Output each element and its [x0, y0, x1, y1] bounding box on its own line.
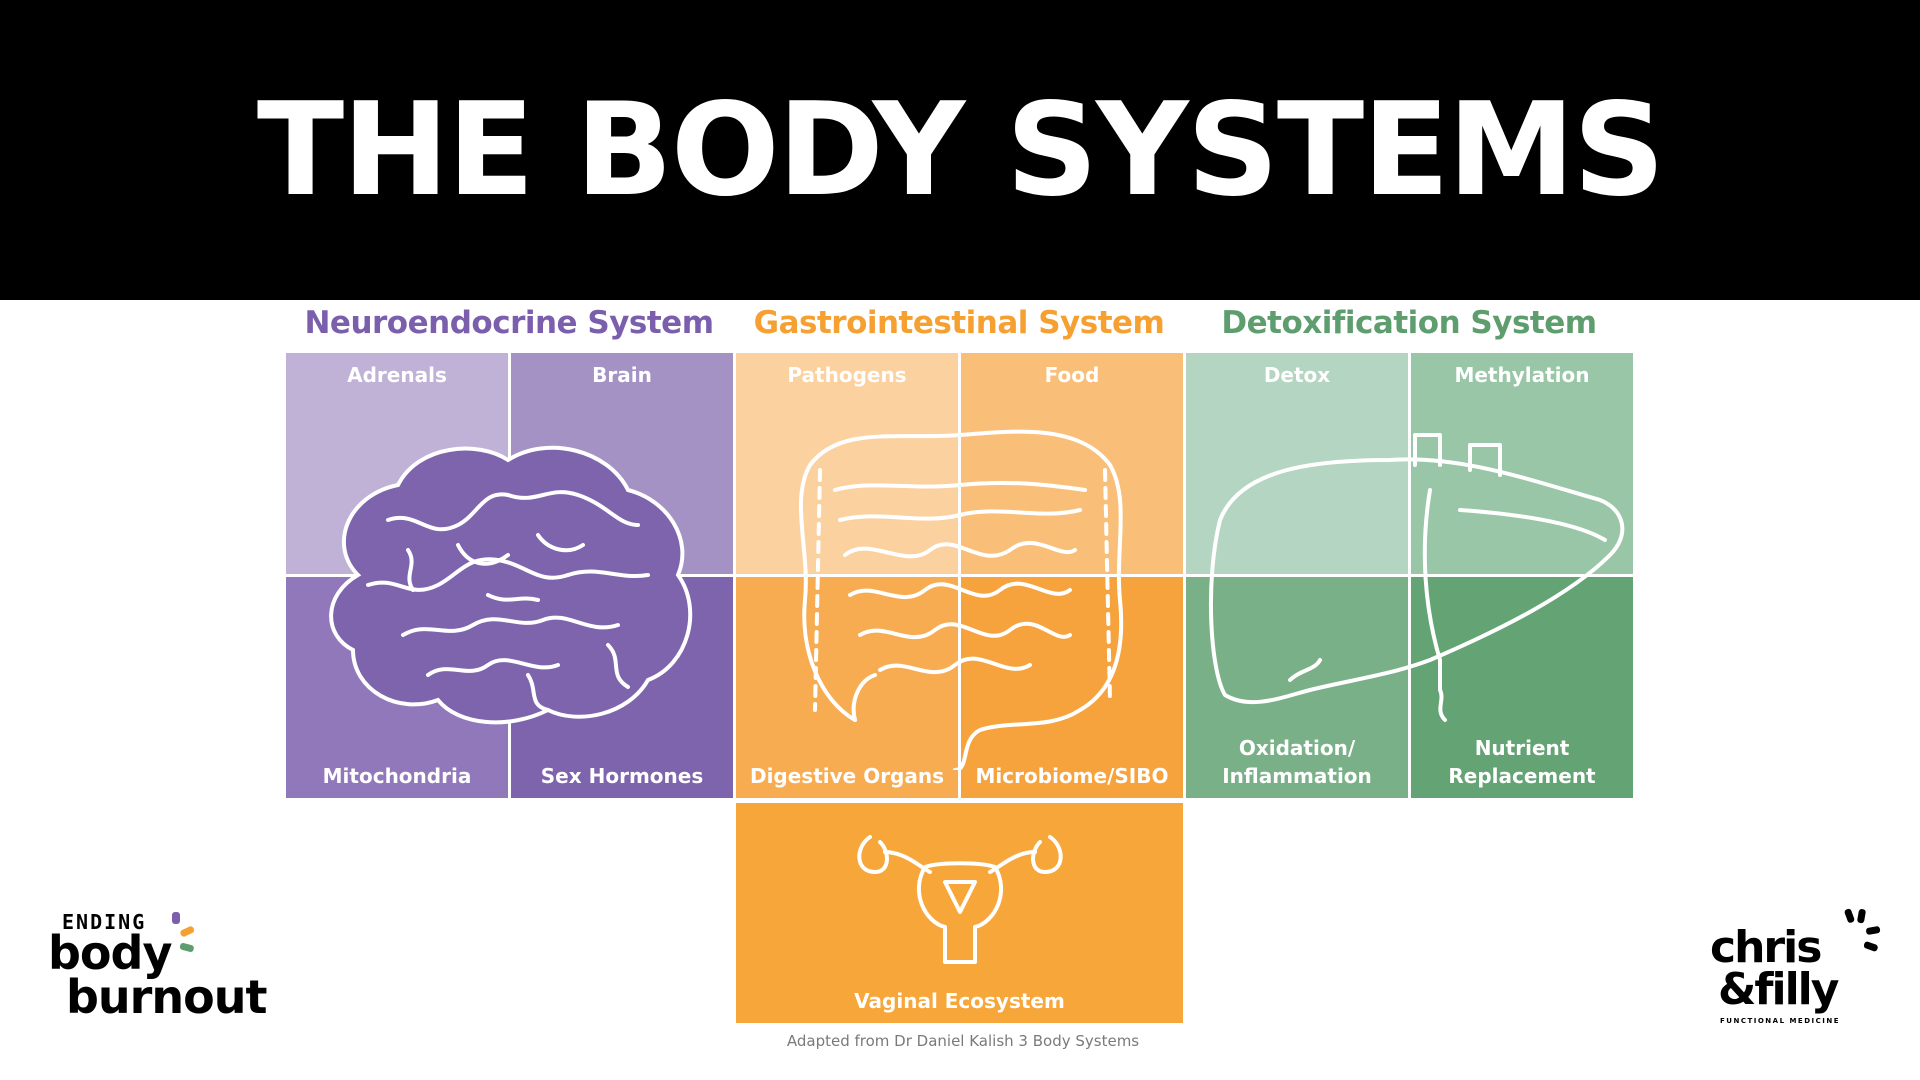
cell-microbiome-sibo: Microbiome/SIBO	[961, 577, 1183, 798]
cell-vaginal-ecosystem: Vaginal Ecosystem	[736, 803, 1183, 1023]
cell-label: Detox	[1186, 361, 1408, 389]
logo-right-line2: &filly	[1718, 967, 1837, 1013]
cell-label: Sex Hormones	[511, 762, 733, 790]
cell-label: Mitochondria	[286, 762, 508, 790]
logo-left-burst-icon	[164, 910, 204, 966]
cell-label: Adrenals	[286, 361, 508, 389]
cell-pathogens: Pathogens	[736, 353, 958, 574]
cell-label: Digestive Organs	[736, 762, 958, 790]
cell-methylation: Methylation	[1411, 353, 1633, 574]
logo-right-line3: FUNCTIONAL MEDICINE	[1720, 1017, 1840, 1025]
cell-oxidation-inflammation: Oxidation/ Inflammation	[1186, 577, 1408, 798]
cell-detox: Detox	[1186, 353, 1408, 574]
logo-left-line3: burnout	[66, 972, 266, 1022]
title-banner: THE BODY SYSTEMS	[0, 0, 1920, 300]
cell-mitochondria: Mitochondria	[286, 577, 508, 798]
cell-label: Vaginal Ecosystem	[736, 987, 1183, 1015]
cell-sex-hormones: Sex Hormones	[511, 577, 733, 798]
cell-label: Oxidation/ Inflammation	[1186, 734, 1408, 790]
cell-label: Microbiome/SIBO	[961, 762, 1183, 790]
cell-label: Methylation	[1411, 361, 1633, 389]
cell-brain: Brain	[511, 353, 733, 574]
cell-digestive-organs: Digestive Organs	[736, 577, 958, 798]
cell-label: Pathogens	[736, 361, 958, 389]
detoxification-title: Detoxification System	[1186, 305, 1632, 351]
cell-food: Food	[961, 353, 1183, 574]
cell-label: Brain	[511, 361, 733, 389]
cell-label: Nutrient Replacement	[1411, 734, 1633, 790]
chris-filly-logo: chris &filly FUNCTIONAL MEDICINE	[1710, 905, 1890, 1035]
neuroendocrine-title: Neuroendocrine System	[286, 305, 732, 351]
credit-text: Adapted from Dr Daniel Kalish 3 Body Sys…	[736, 1032, 1190, 1050]
cell-label: Food	[961, 361, 1183, 389]
logo-right-burst-icon	[1838, 905, 1884, 969]
gastrointestinal-title: Gastrointestinal System	[736, 305, 1182, 351]
page-title: THE BODY SYSTEMS	[257, 76, 1663, 225]
cell-nutrient-replacement: Nutrient Replacement	[1411, 577, 1633, 798]
cell-adrenals: Adrenals	[286, 353, 508, 574]
ending-body-burnout-logo: ENDING body burnout	[48, 910, 268, 1030]
